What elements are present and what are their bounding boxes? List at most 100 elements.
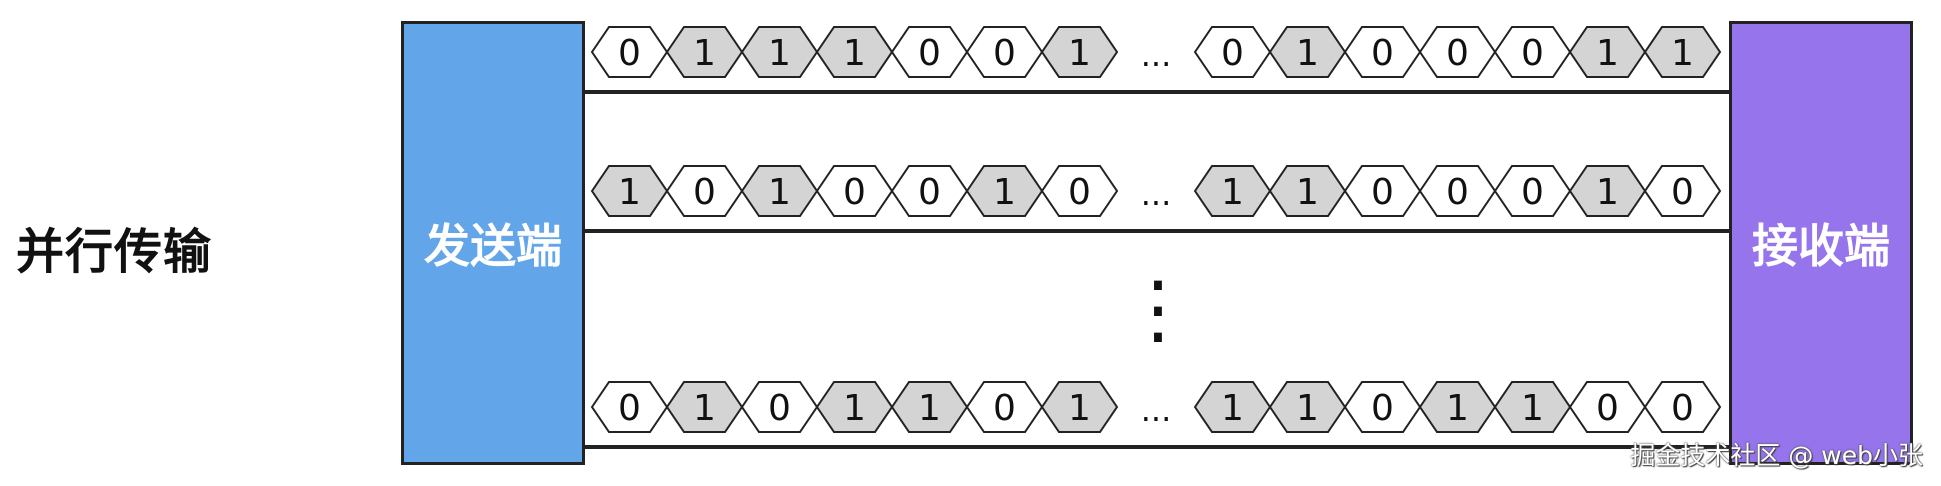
- bit-hexagon: [1040, 26, 1119, 78]
- bit-label: 0: [993, 388, 1016, 429]
- bit-cell: 0: [815, 165, 894, 217]
- bit-cell: 1: [1493, 381, 1572, 433]
- bit-cell: 1: [665, 381, 744, 433]
- bit-label: 0: [1371, 172, 1394, 213]
- bit-cell: 0: [1493, 26, 1572, 78]
- bit-cell: 1: [1643, 26, 1722, 78]
- bit-label: 1: [1296, 388, 1319, 429]
- bit-cell: 0: [1343, 381, 1422, 433]
- bit-label: 0: [1221, 33, 1244, 74]
- bit-label: 1: [1296, 33, 1319, 74]
- ellipsis-label: ...: [1141, 36, 1172, 74]
- bit-label: 0: [1068, 172, 1091, 213]
- bit-cell: 1: [1268, 26, 1347, 78]
- watermark: 掘金技术社区 @ web小张: [1630, 441, 1923, 470]
- bit-label: 0: [1371, 33, 1394, 74]
- bit-cell: 1: [1268, 165, 1347, 217]
- bit-cell: 0: [965, 26, 1044, 78]
- bit-label: 0: [1371, 388, 1394, 429]
- bit-label: 0: [918, 33, 941, 74]
- bit-label: 0: [1446, 33, 1469, 74]
- bit-cell: 0: [665, 165, 744, 217]
- bit-cell: 0: [1193, 26, 1272, 78]
- bit-label: 1: [1671, 33, 1694, 74]
- bit-label: 1: [1068, 33, 1091, 74]
- bit-cell: 0: [890, 165, 969, 217]
- receiver-box: 接收端: [1729, 21, 1913, 465]
- bit-label: 1: [1596, 172, 1619, 213]
- bit-cell: 0: [1040, 165, 1119, 217]
- bit-hexagon: [1643, 165, 1722, 217]
- receiver-label: 接收端: [1752, 219, 1890, 273]
- bit-cell: 0: [1643, 381, 1722, 433]
- bit-cell: 0: [1418, 26, 1497, 78]
- bit-hexagon: [1040, 165, 1119, 217]
- bit-label: 0: [1596, 388, 1619, 429]
- bit-cell: 0: [890, 26, 969, 78]
- bit-cell: 1: [1568, 26, 1647, 78]
- bit-label: 1: [843, 388, 866, 429]
- bit-cell: 0: [590, 26, 669, 78]
- bit-label: 1: [1296, 172, 1319, 213]
- bit-label: 1: [1446, 388, 1469, 429]
- bit-cell: 0: [1343, 26, 1422, 78]
- bit-cell: 1: [1268, 381, 1347, 433]
- bit-cell: 1: [965, 165, 1044, 217]
- bit-cell: 1: [740, 26, 819, 78]
- bit-cell: 0: [965, 381, 1044, 433]
- bit-cell: 1: [1040, 26, 1119, 78]
- bit-cell: 0: [1493, 165, 1572, 217]
- bit-label: 1: [1221, 388, 1244, 429]
- bit-cell: 1: [1040, 381, 1119, 433]
- sender-label: 发送端: [424, 219, 562, 273]
- bit-hexagon: [1040, 381, 1119, 433]
- bit-label: 1: [693, 33, 716, 74]
- bit-cell: 1: [590, 165, 669, 217]
- bit-label: 1: [693, 388, 716, 429]
- bit-hexagon: [1643, 26, 1722, 78]
- bit-cell: 1: [1193, 381, 1272, 433]
- bit-cell: 1: [815, 381, 894, 433]
- bit-label: 0: [993, 33, 1016, 74]
- bit-label: 1: [768, 172, 791, 213]
- bit-cell: 1: [890, 381, 969, 433]
- bit-cell: 1: [665, 26, 744, 78]
- bit-cell: 0: [590, 381, 669, 433]
- bit-label: 1: [1068, 388, 1091, 429]
- bit-label: 1: [918, 388, 941, 429]
- bit-label: 0: [1671, 388, 1694, 429]
- diagram-title: 并行传输: [16, 224, 213, 280]
- bit-cell: 1: [740, 165, 819, 217]
- bit-label: 1: [768, 33, 791, 74]
- bit-cell: 1: [1418, 381, 1497, 433]
- bit-cell: 0: [740, 381, 819, 433]
- bit-label: 0: [918, 172, 941, 213]
- bit-label: 0: [843, 172, 866, 213]
- ellipsis-label: ...: [1141, 175, 1172, 213]
- bit-label: 0: [693, 172, 716, 213]
- bit-label: 0: [1671, 172, 1694, 213]
- bit-label: 0: [618, 388, 641, 429]
- bit-label: 0: [1521, 172, 1544, 213]
- bit-label: 0: [618, 33, 641, 74]
- bit-label: 1: [618, 172, 641, 213]
- bit-cell: 1: [1568, 165, 1647, 217]
- bit-label: 1: [843, 33, 866, 74]
- vertical-ellipsis: ⋮: [1120, 264, 1196, 353]
- bit-cell: 0: [1418, 165, 1497, 217]
- bit-cell: 0: [1343, 165, 1422, 217]
- bit-label: 1: [1596, 33, 1619, 74]
- bit-label: 1: [993, 172, 1016, 213]
- bit-cell: 0: [1568, 381, 1647, 433]
- bit-label: 0: [1521, 33, 1544, 74]
- bit-cell: 0: [1643, 165, 1722, 217]
- bit-cell: 1: [815, 26, 894, 78]
- bit-label: 1: [1221, 172, 1244, 213]
- bit-label: 1: [1521, 388, 1544, 429]
- bit-hexagon: [1643, 381, 1722, 433]
- ellipsis-label: ...: [1141, 391, 1172, 429]
- bit-cell: 1: [1193, 165, 1272, 217]
- bit-label: 0: [1446, 172, 1469, 213]
- bit-label: 0: [768, 388, 791, 429]
